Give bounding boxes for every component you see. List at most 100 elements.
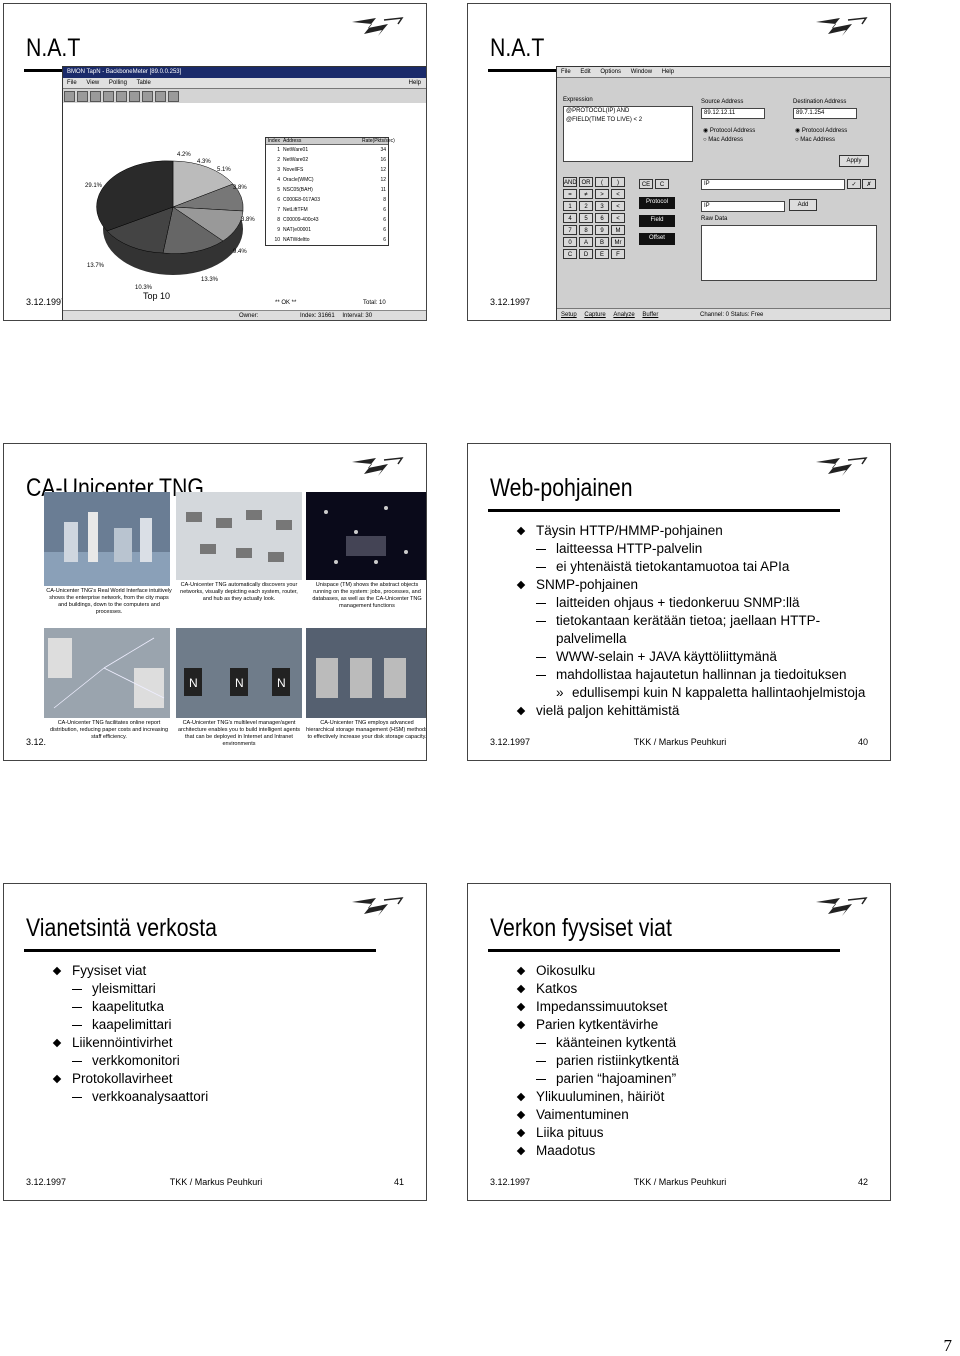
zoom-icon[interactable] bbox=[155, 91, 166, 102]
protocol-button[interactable]: Protocol bbox=[639, 197, 675, 209]
keypad-key[interactable]: 5 bbox=[579, 213, 593, 223]
menu-file[interactable]: File bbox=[67, 80, 77, 86]
bullet-item: Ylikuuluminen, häiriöt bbox=[516, 1088, 679, 1106]
total-count: Total: 10 bbox=[363, 300, 386, 306]
keypad-key[interactable]: < bbox=[611, 213, 625, 223]
menu-options[interactable]: Options bbox=[600, 69, 622, 75]
menu-polling[interactable]: Polling bbox=[108, 80, 127, 86]
keypad-key[interactable]: 1 bbox=[563, 201, 577, 211]
chart-icon[interactable] bbox=[103, 91, 114, 102]
offset-button[interactable]: Offset bbox=[639, 233, 675, 245]
print-icon[interactable] bbox=[90, 91, 101, 102]
menu-file[interactable]: File bbox=[561, 69, 571, 75]
keypad-key[interactable]: D bbox=[579, 249, 593, 259]
save-icon[interactable] bbox=[77, 91, 88, 102]
bullet-item: Liikennöintivirhet bbox=[52, 1034, 208, 1052]
menu-window[interactable]: Window bbox=[630, 69, 653, 75]
keypad-key[interactable]: E bbox=[595, 249, 609, 259]
keypad-key[interactable]: 0 bbox=[563, 237, 577, 247]
radio-protocol-source[interactable]: ◉ Protocol Address bbox=[703, 128, 756, 134]
title-rule bbox=[488, 509, 840, 512]
dash-bullet-icon bbox=[536, 603, 546, 604]
table-header: Index Address Rate(Pkts/sec) bbox=[266, 138, 395, 145]
keypad-key[interactable]: 3 bbox=[595, 201, 609, 211]
field-button[interactable]: Field bbox=[639, 215, 675, 227]
clear-key[interactable]: C bbox=[655, 179, 669, 189]
keypad-key[interactable]: 4 bbox=[563, 213, 577, 223]
source-address-field[interactable]: 89.12.12.11 bbox=[701, 108, 765, 119]
keypad-key[interactable]: Mr bbox=[611, 237, 625, 247]
toolbar bbox=[63, 89, 426, 104]
expression-field[interactable]: @PROTOCOL(IP) AND @FIELD(TIME TO LIVE) <… bbox=[563, 106, 693, 162]
radio-mac-dest[interactable]: ○ Mac Address bbox=[795, 137, 835, 143]
pie-label: 4.3% bbox=[197, 159, 211, 165]
slide-date: 3.12.1997 bbox=[26, 1177, 67, 1187]
keypad-key[interactable]: M bbox=[611, 225, 625, 235]
keypad-key[interactable]: OR bbox=[579, 177, 593, 187]
tab-buffer[interactable]: Buffer bbox=[642, 312, 659, 318]
bullet-text: yleismittari bbox=[92, 981, 156, 996]
keypad-key[interactable]: AND bbox=[563, 177, 577, 187]
bullet-text: vielä paljon kehittämistä bbox=[536, 703, 680, 718]
keypad-key[interactable]: < bbox=[611, 189, 625, 199]
radio-protocol-dest[interactable]: ◉ Protocol Address bbox=[795, 128, 848, 134]
keypad-key[interactable]: ≠ bbox=[579, 189, 593, 199]
open-icon[interactable] bbox=[64, 91, 75, 102]
stop-icon[interactable] bbox=[142, 91, 153, 102]
keypad-key[interactable]: < bbox=[611, 201, 625, 211]
keypad-key[interactable]: ) bbox=[611, 177, 625, 187]
clear-entry-key[interactable]: CE bbox=[639, 179, 653, 189]
bullet-text: mahdollistaa hajautetun hallinnan ja tie… bbox=[556, 667, 847, 682]
cancel-icon[interactable]: ✗ bbox=[862, 179, 876, 189]
keypad-key[interactable]: = bbox=[563, 189, 577, 199]
ip-field[interactable]: IP bbox=[701, 179, 845, 190]
keypad-key[interactable]: 8 bbox=[579, 225, 593, 235]
keypad-key[interactable]: B bbox=[595, 237, 609, 247]
keypad-key[interactable]: > bbox=[595, 189, 609, 199]
keypad-key[interactable]: 6 bbox=[595, 213, 609, 223]
caption: CA-Unicenter TNG's multilevel manager/ag… bbox=[178, 720, 300, 747]
menu-edit[interactable]: Edit bbox=[580, 69, 591, 75]
bullet-item: Parien kytkentävirhe bbox=[516, 1016, 679, 1034]
title-rule bbox=[488, 949, 840, 952]
config-icon[interactable] bbox=[168, 91, 179, 102]
keypad-key[interactable]: F bbox=[611, 249, 625, 259]
menu-help[interactable]: Help bbox=[661, 69, 675, 75]
keypad-key[interactable]: 7 bbox=[563, 225, 577, 235]
status-index: Index: 31661 bbox=[300, 313, 335, 319]
check-icon[interactable]: ✓ bbox=[847, 179, 861, 189]
tab-setup[interactable]: Setup bbox=[561, 312, 577, 318]
ip-field-2[interactable]: IP bbox=[701, 201, 785, 212]
table-icon[interactable] bbox=[116, 91, 127, 102]
refresh-icon[interactable] bbox=[129, 91, 140, 102]
tab-analyze[interactable]: Analyze bbox=[613, 312, 635, 318]
keypad-key[interactable]: A bbox=[579, 237, 593, 247]
dash-bullet-icon bbox=[536, 1079, 546, 1080]
menu-view[interactable]: View bbox=[86, 80, 100, 86]
menu-table[interactable]: Table bbox=[136, 80, 151, 86]
slide-web-pohjainen: Web-pohjainen Täysin HTTP/HMMP-pohjainen… bbox=[467, 443, 891, 761]
diamond-bullet-icon bbox=[52, 1074, 62, 1084]
keypad-key[interactable]: ( bbox=[595, 177, 609, 187]
apply-button[interactable]: Apply bbox=[839, 155, 869, 167]
add-button[interactable]: Add bbox=[789, 199, 817, 211]
destination-address-field[interactable]: 89.7.1.254 bbox=[793, 108, 857, 119]
menu-help[interactable]: Help bbox=[408, 80, 421, 86]
radio-mac-source[interactable]: ○ Mac Address bbox=[703, 137, 743, 143]
keypad-key[interactable]: 9 bbox=[595, 225, 609, 235]
raw-data-field[interactable] bbox=[701, 225, 877, 281]
col-address: Address bbox=[283, 138, 302, 144]
tab-capture[interactable]: Capture bbox=[584, 312, 606, 318]
keypad-key[interactable]: C bbox=[563, 249, 577, 259]
keypad-key[interactable]: 2 bbox=[579, 201, 593, 211]
